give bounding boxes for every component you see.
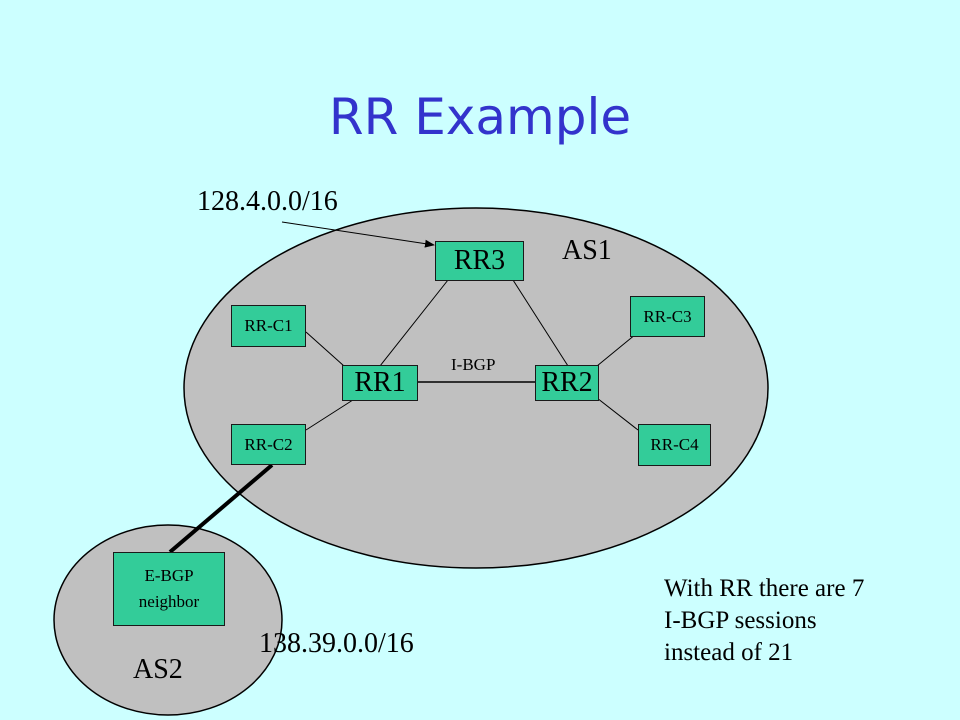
sessions-note: With RR there are 7 I-BGP sessions inste… <box>664 573 864 669</box>
prefix-as2-label: 138.39.0.0/16 <box>259 628 414 659</box>
sessions-note-line3: instead of 21 <box>664 639 794 666</box>
as1-label: AS1 <box>562 235 612 266</box>
router-rr-c1[interactable]: RR-C1 <box>231 305 306 347</box>
ebgp-neighbor-line2: neighbor <box>138 592 200 611</box>
router-rr-c3[interactable]: RR-C3 <box>630 296 705 337</box>
prefix-arrow <box>281 221 435 248</box>
as1-region <box>183 207 769 569</box>
router-rr1[interactable]: RR1 <box>342 365 418 401</box>
link-rr3-rr1 <box>379 279 449 367</box>
sessions-note-line1: With RR there are 7 <box>664 575 865 602</box>
as2-label: AS2 <box>133 654 183 685</box>
ebgp-link <box>168 463 274 554</box>
router-rr-c4[interactable]: RR-C4 <box>638 424 711 466</box>
ebgp-neighbor-line1: E-BGP <box>144 566 194 585</box>
ibgp-label: I-BGP <box>451 355 496 374</box>
link-rr3-rr2 <box>512 279 569 367</box>
link-rrc4-rr2 <box>596 397 639 431</box>
router-ebgp-neighbor[interactable]: E-BGP neighbor <box>113 552 225 626</box>
link-rrc1-rr1 <box>305 331 345 367</box>
link-rrc2-rr1 <box>305 397 357 431</box>
router-rr3[interactable]: RR3 <box>435 241 524 281</box>
router-rr2[interactable]: RR2 <box>535 365 599 401</box>
page-title: RR Example <box>328 88 632 146</box>
link-rrc3-rr2 <box>596 333 637 367</box>
router-rr-c2[interactable]: RR-C2 <box>231 424 306 465</box>
sessions-note-line2: I-BGP sessions <box>664 607 817 634</box>
prefix-as1-label: 128.4.0.0/16 <box>197 186 338 217</box>
